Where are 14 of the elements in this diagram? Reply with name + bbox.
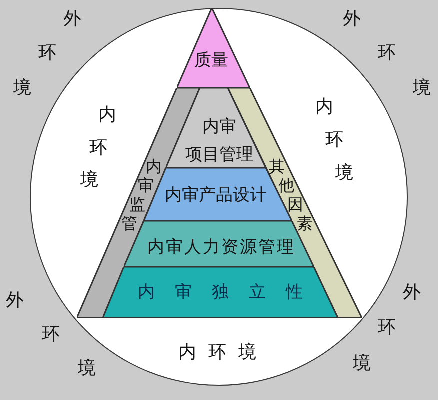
pyramid-tier — [166, 88, 266, 168]
region-label: 内环境 — [80, 103, 116, 192]
tier-label: 内审项目管理 — [184, 116, 254, 166]
tier-label: 内审人力资源管理 — [146, 238, 296, 255]
tier-label: 内审独立性 — [137, 283, 323, 300]
region-label: 外环境 — [6, 289, 96, 380]
region-label: 内环境 — [178, 342, 268, 360]
region-label: 外环境 — [353, 280, 421, 374]
side-label: 其他因素 — [269, 158, 313, 234]
tier-label: 质量 — [194, 51, 228, 68]
region-label: 外环境 — [14, 6, 82, 99]
tier-label: 内审产品设计 — [165, 186, 267, 203]
pyramid-apex — [176, 8, 250, 88]
side-label: 内审监管 — [121, 158, 162, 234]
